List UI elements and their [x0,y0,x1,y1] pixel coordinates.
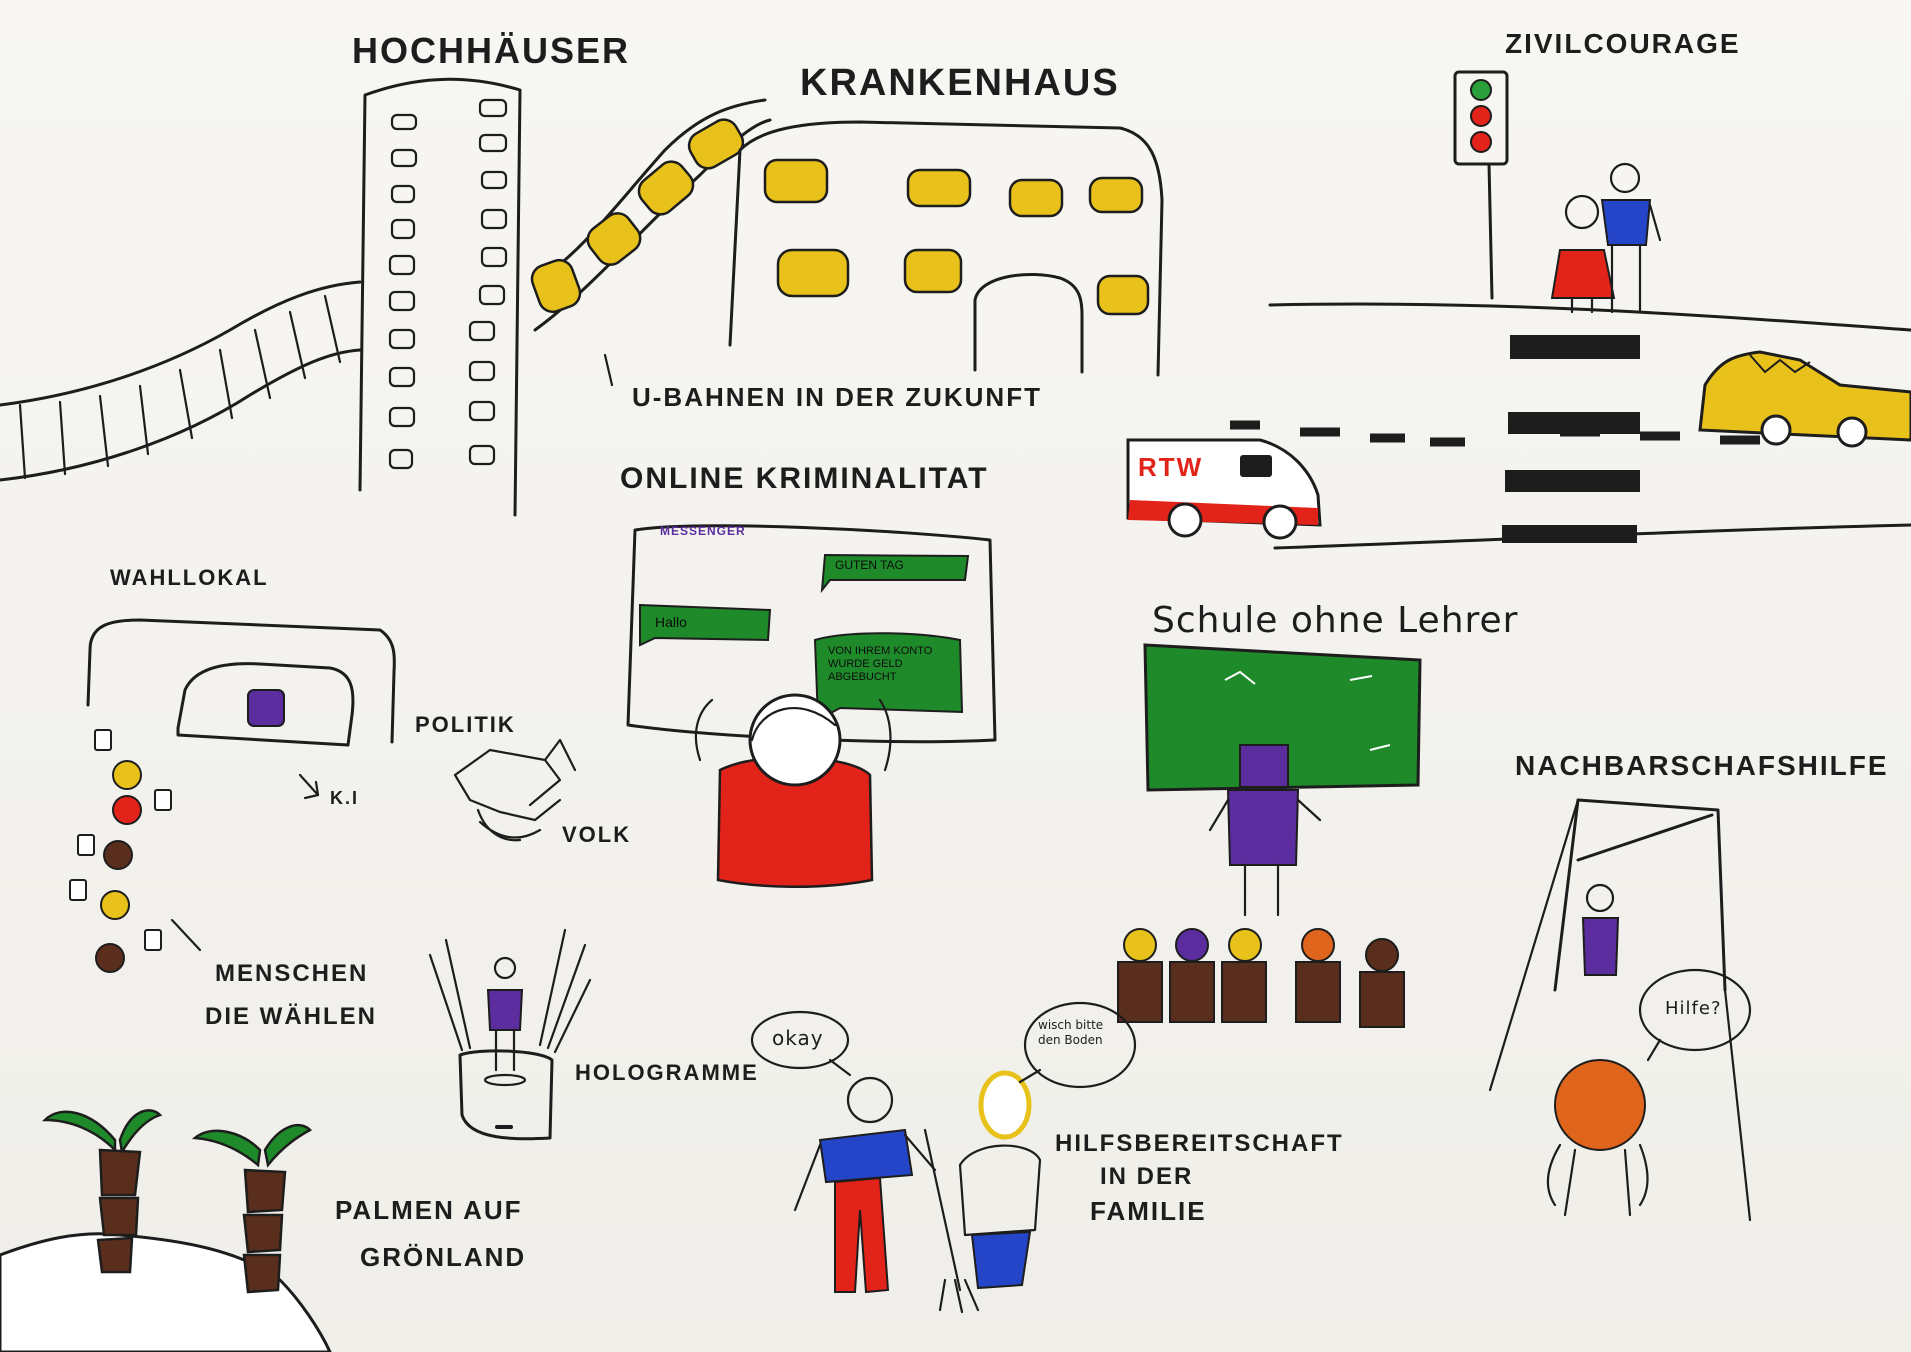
hospital-building [603,120,1164,387]
ambulance-vehicle [1126,438,1322,540]
highrise-building [358,77,522,517]
speech-bubbles [750,968,1752,1089]
students-row [1117,928,1405,1028]
messenger-screen [626,524,997,744]
label-politik: POLITIK [415,712,516,737]
label-ubahnen: U-BAHNEN IN DER ZUKUNFT [632,382,1042,412]
label-zivilcourage: ZIVILCOURAGE [1505,28,1741,59]
boy-figure [793,1076,937,1294]
traffic-light [1453,70,1509,300]
girl-with-mop [923,1070,1042,1314]
label-hilfsbereitschaft-1: HILFSBEREITSCHAFT [1055,1130,1344,1157]
label-hilfsbereitschaft-3: FAMILIE [1090,1196,1207,1226]
school-chalkboard [1143,643,1422,792]
palm-trees [0,1109,332,1352]
street-crosswalk [1230,302,1911,550]
voters-queue [69,729,202,973]
speech-okay: okay [772,1026,824,1050]
label-menschen-2: DIE WÄHLEN [205,1003,377,1030]
speech-wisch: wisch bitte den Boden [1038,1018,1104,1047]
label-ki: K.I [330,788,360,808]
hologram-phone [428,928,592,1141]
hacker-figure [694,693,892,889]
label-menschen-1: MENSCHEN [215,960,369,987]
neighbor-door [1488,798,1752,1222]
robot-teacher [1208,744,1322,917]
handshake-drawing [453,738,577,842]
label-nachbarschaftshilfe: NACHBARSCHAFSHILFE [1515,750,1889,781]
messenger-bubble-3: VON IHREM KONTO WURDE GELD ABGEBUCHT [828,645,933,683]
ubahn-train [530,98,772,332]
label-krankenhaus: KRANKENHAUS [800,62,1120,104]
messenger-bubble-2: Hallo [655,614,687,630]
label-hologramme: HOLOGRAMME [575,1060,759,1085]
ubahn-track-left [0,280,362,482]
speech-hilfe: Hilfe? [1665,998,1722,1019]
messenger-app-name: MESSENGER [660,524,746,538]
ambulance-rtw-text: RTW [1138,452,1204,482]
label-online-kriminalitaet: ONLINE KRIMINALITAT [620,462,989,495]
polling-station [86,618,396,800]
couple-figures [1550,162,1662,314]
label-hilfsbereitschaft-2: IN DER [1100,1163,1194,1190]
taxi-vehicle [1698,350,1911,448]
label-wahllokal: WAHLLOKAL [110,565,269,590]
girl-with-braids [1546,1059,1649,1217]
label-palmen-1: PALMEN AUF [335,1195,523,1225]
label-hochhaeuser: HOCHHÄUSER [352,30,631,71]
messenger-bubble-1: GUTEN TAG [835,558,904,572]
label-palmen-2: GRÖNLAND [360,1242,527,1272]
label-schule: Schule ohne Lehrer [1152,600,1519,641]
label-volk: VOLK [562,822,632,847]
